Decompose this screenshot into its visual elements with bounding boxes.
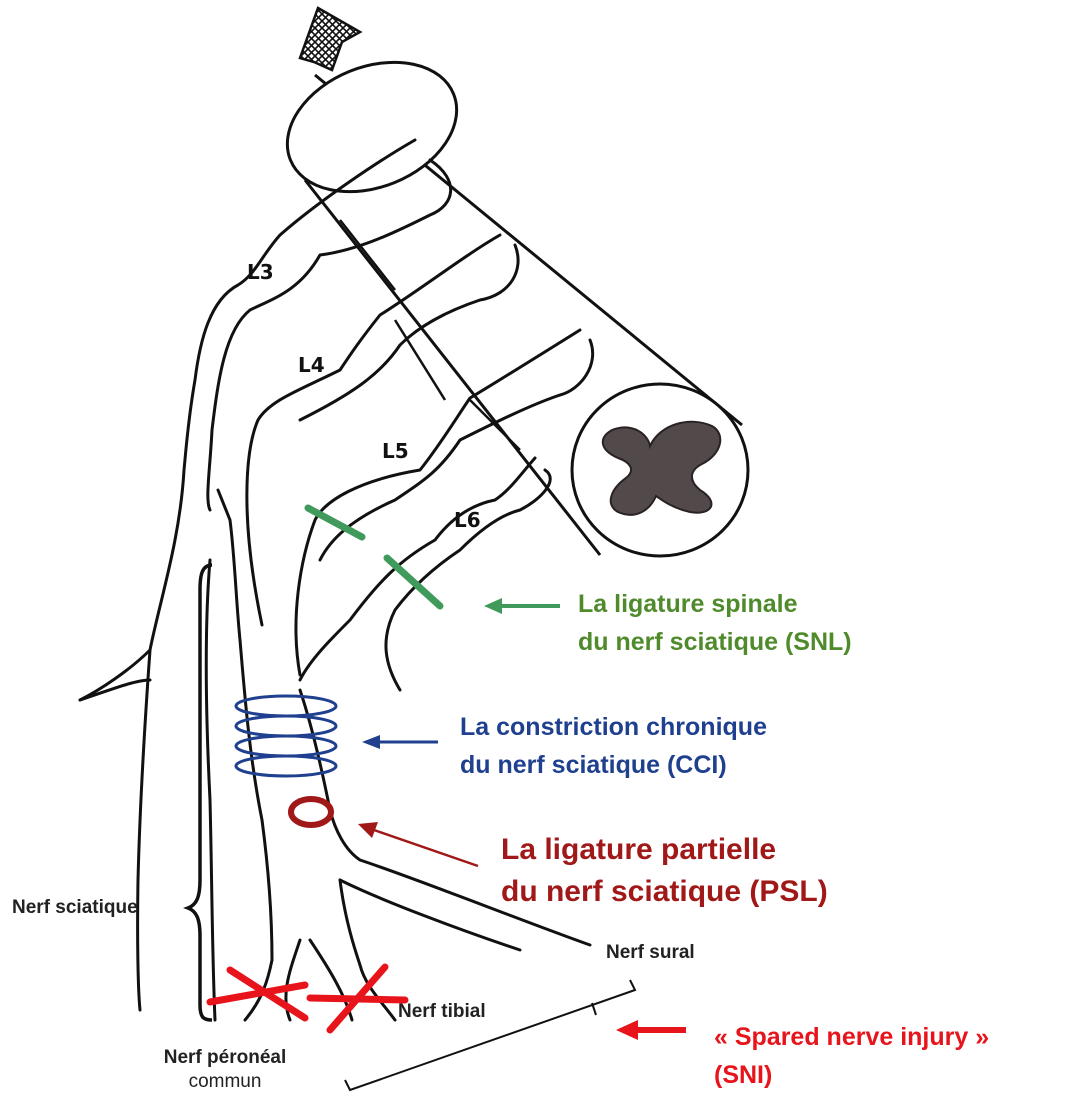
nerve-roots: L3 L4 L5 L6 xyxy=(247,260,481,532)
cci-label-line1: La constriction chronique xyxy=(460,708,767,746)
snl-label-line1: La ligature spinale xyxy=(578,585,852,623)
cci-label-line2: du nerf sciatique (CCI) xyxy=(460,746,767,784)
sni-label-line1: « Spared nerve injury » xyxy=(714,1018,989,1056)
peroneal-nerve-label: Nerf péronéal commun xyxy=(145,1046,305,1094)
sural-nerve-label: Nerf sural xyxy=(606,941,695,965)
cci-pointer-arrow xyxy=(362,735,438,749)
root-label: L6 xyxy=(454,508,481,532)
tibial-nerve-label: Nerf tibial xyxy=(398,1000,486,1024)
psl-label-line2: du nerf sciatique (PSL) xyxy=(501,871,828,913)
peroneal-label-line2: commun xyxy=(145,1070,305,1094)
spinal-cord xyxy=(268,38,748,556)
root-label: L5 xyxy=(382,439,409,463)
snl-label-line2: du nerf sciatique (SNL) xyxy=(578,623,852,661)
nerve-root-connections xyxy=(340,220,520,450)
peroneal-label-line1: Nerf péronéal xyxy=(145,1046,305,1070)
snl-pointer-arrow xyxy=(484,598,560,614)
sni-label-line2: (SNI) xyxy=(714,1056,989,1094)
psl-pointer-arrow xyxy=(358,822,478,866)
sni-label: « Spared nerve injury » (SNI) xyxy=(714,1018,989,1094)
snl-label: La ligature spinale du nerf sciatique (S… xyxy=(578,585,852,661)
sni-cut-marks xyxy=(210,967,405,1030)
sni-pointer-arrow xyxy=(616,1020,686,1040)
ascending-arrow-icon xyxy=(300,8,360,70)
sciatic-nerve-label: Nerf sciatique xyxy=(12,896,138,920)
psl-label: La ligature partielle du nerf sciatique … xyxy=(501,829,828,913)
cci-label: La constriction chronique du nerf sciati… xyxy=(460,708,767,784)
psl-ligature-ring xyxy=(291,799,331,825)
root-label: L4 xyxy=(298,353,325,377)
root-label: L3 xyxy=(247,260,274,284)
psl-label-line1: La ligature partielle xyxy=(501,829,828,871)
